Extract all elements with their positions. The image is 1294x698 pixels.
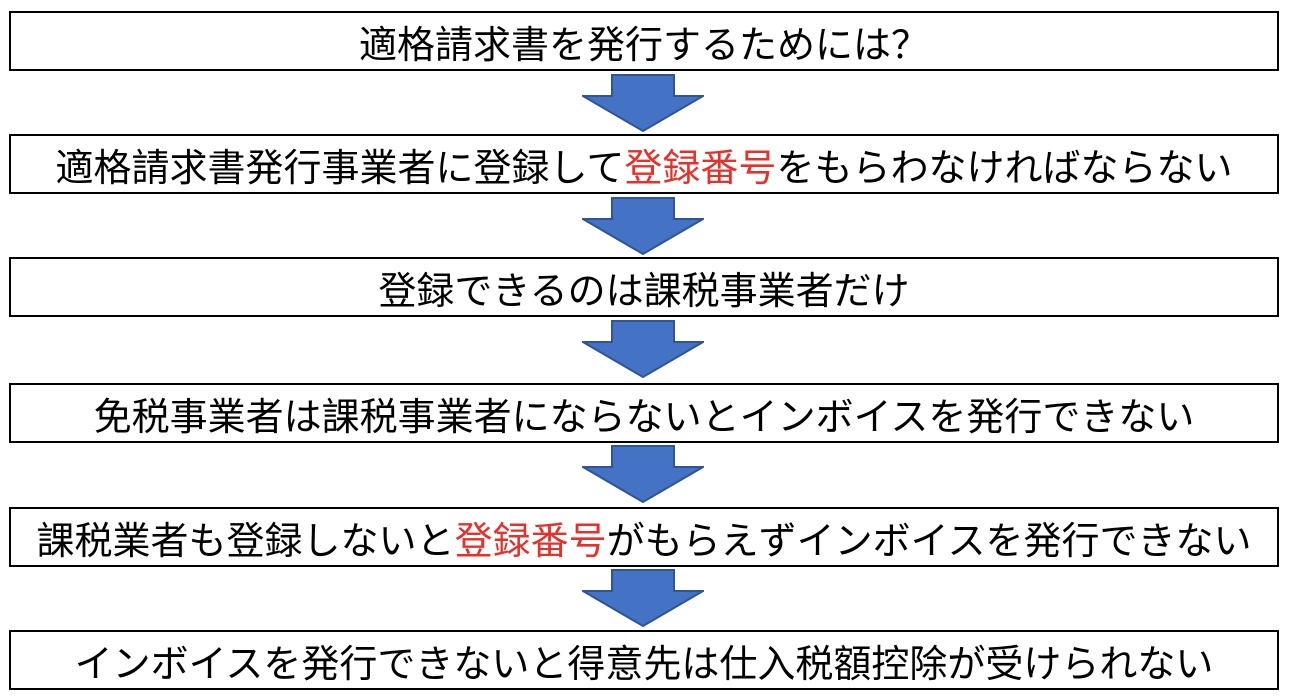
step-1-text: 適格請求書を発行するためには？	[358, 22, 929, 67]
down-arrow-icon	[582, 197, 704, 255]
arrow-3	[582, 320, 704, 378]
down-arrow-icon	[582, 569, 704, 627]
registration-number-highlight: 登録番号	[624, 145, 777, 190]
arrow-2	[582, 197, 704, 255]
step-6-text: インボイスを発行できないと得意先は仕入税額控除が受けられない	[74, 641, 1214, 686]
step-box-2: 適格請求書発行事業者に登録して登録番号をもらわなければならない	[9, 134, 1279, 194]
step-box-4: 免税事業者は課税事業者にならないとインボイスを発行できない	[9, 383, 1279, 443]
arrow-4	[582, 445, 704, 503]
down-arrow-icon	[582, 74, 704, 132]
arrow-5	[582, 569, 704, 627]
step-box-3: 登録できるのは課税事業者だけ	[9, 257, 1279, 317]
step-box-5: 課税業者も登録しないと登録番号がもらえずインボイスを発行できない	[9, 507, 1279, 567]
arrow-1	[582, 74, 704, 132]
step-2-text-a: 適格請求書発行事業者に登録して	[55, 145, 625, 190]
step-2-text-c: をもらわなければならない	[776, 145, 1233, 190]
registration-number-highlight: 登録番号	[454, 518, 607, 563]
step-5-text-a: 課税業者も登録しないと	[36, 518, 455, 563]
step-3-text: 登録できるのは課税事業者だけ	[378, 268, 910, 313]
step-box-1: 適格請求書を発行するためには？	[9, 11, 1279, 71]
step-box-6: インボイスを発行できないと得意先は仕入税額控除が受けられない	[9, 630, 1279, 690]
down-arrow-icon	[582, 320, 704, 378]
down-arrow-icon	[582, 445, 704, 503]
step-4-text: 免税事業者は課税事業者にならないとインボイスを発行できない	[93, 394, 1195, 439]
step-5-text-c: がもらえずインボイスを発行できない	[606, 518, 1252, 563]
